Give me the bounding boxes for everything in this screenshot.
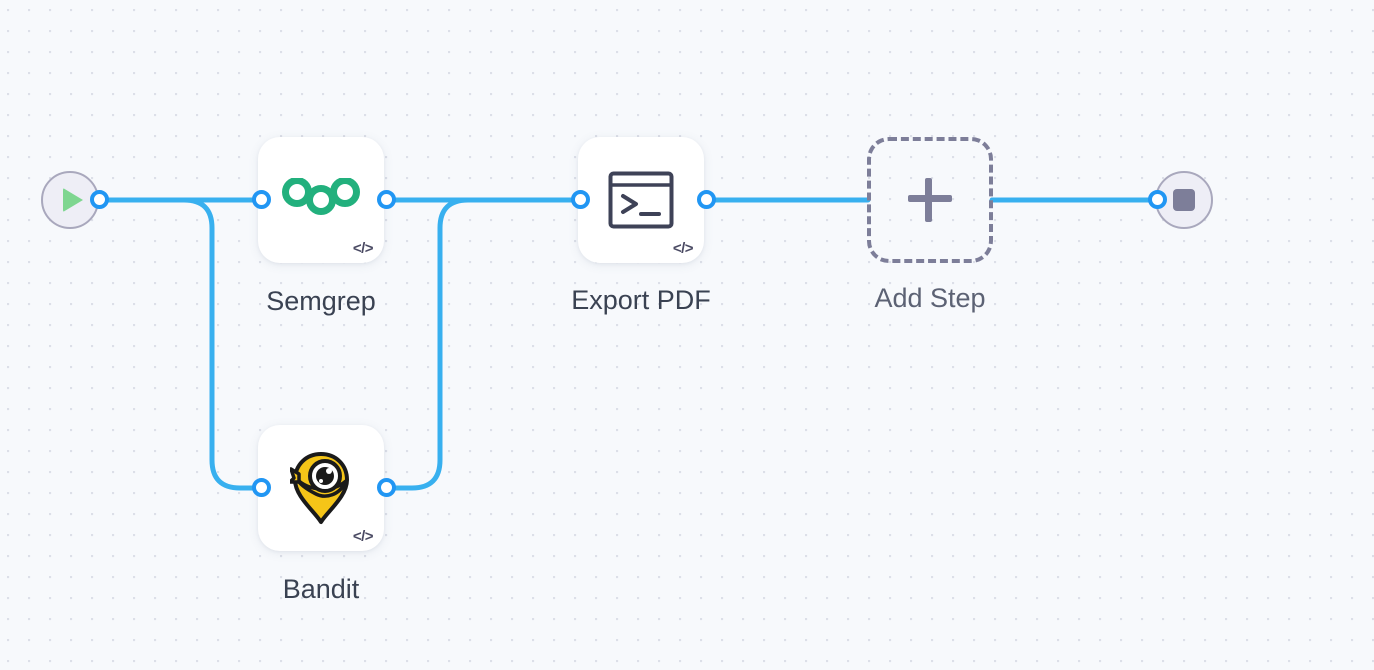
start-node[interactable] (41, 171, 99, 229)
semgrep-output-port[interactable] (377, 190, 396, 209)
step-card-semgrep[interactable]: </> (258, 137, 384, 263)
add-step-button[interactable] (867, 137, 993, 263)
play-icon (63, 188, 83, 212)
edge-start-to-bandit (97, 197, 256, 491)
export-pdf-input-port[interactable] (571, 190, 590, 209)
bandit-input-port[interactable] (252, 478, 271, 497)
bandit-output-port[interactable] (377, 478, 396, 497)
semgrep-input-port[interactable] (252, 190, 271, 209)
step-label-bandit: Bandit (282, 574, 360, 604)
step-label-export-pdf: Export PDF (571, 285, 711, 315)
edge-bandit-to-exportpdf (384, 197, 574, 491)
plus-icon (908, 178, 952, 222)
step-card-export-pdf[interactable]: </> (578, 137, 704, 263)
end-node[interactable] (1155, 171, 1213, 229)
step-card-bandit[interactable]: </> (258, 425, 384, 551)
code-badge-icon: </> (352, 528, 374, 545)
start-output-port[interactable] (90, 190, 109, 209)
end-input-port[interactable] (1148, 190, 1167, 209)
semgrep-logo-icon (282, 178, 360, 215)
export-pdf-output-port[interactable] (697, 190, 716, 209)
code-badge-icon: </> (672, 240, 694, 257)
bandit-logo-icon (290, 452, 349, 524)
stop-icon (1173, 189, 1195, 211)
terminal-icon (608, 171, 674, 229)
code-badge-icon: </> (352, 240, 374, 257)
step-label-semgrep: Semgrep (266, 286, 376, 316)
step-label-add-step: Add Step (874, 283, 986, 313)
